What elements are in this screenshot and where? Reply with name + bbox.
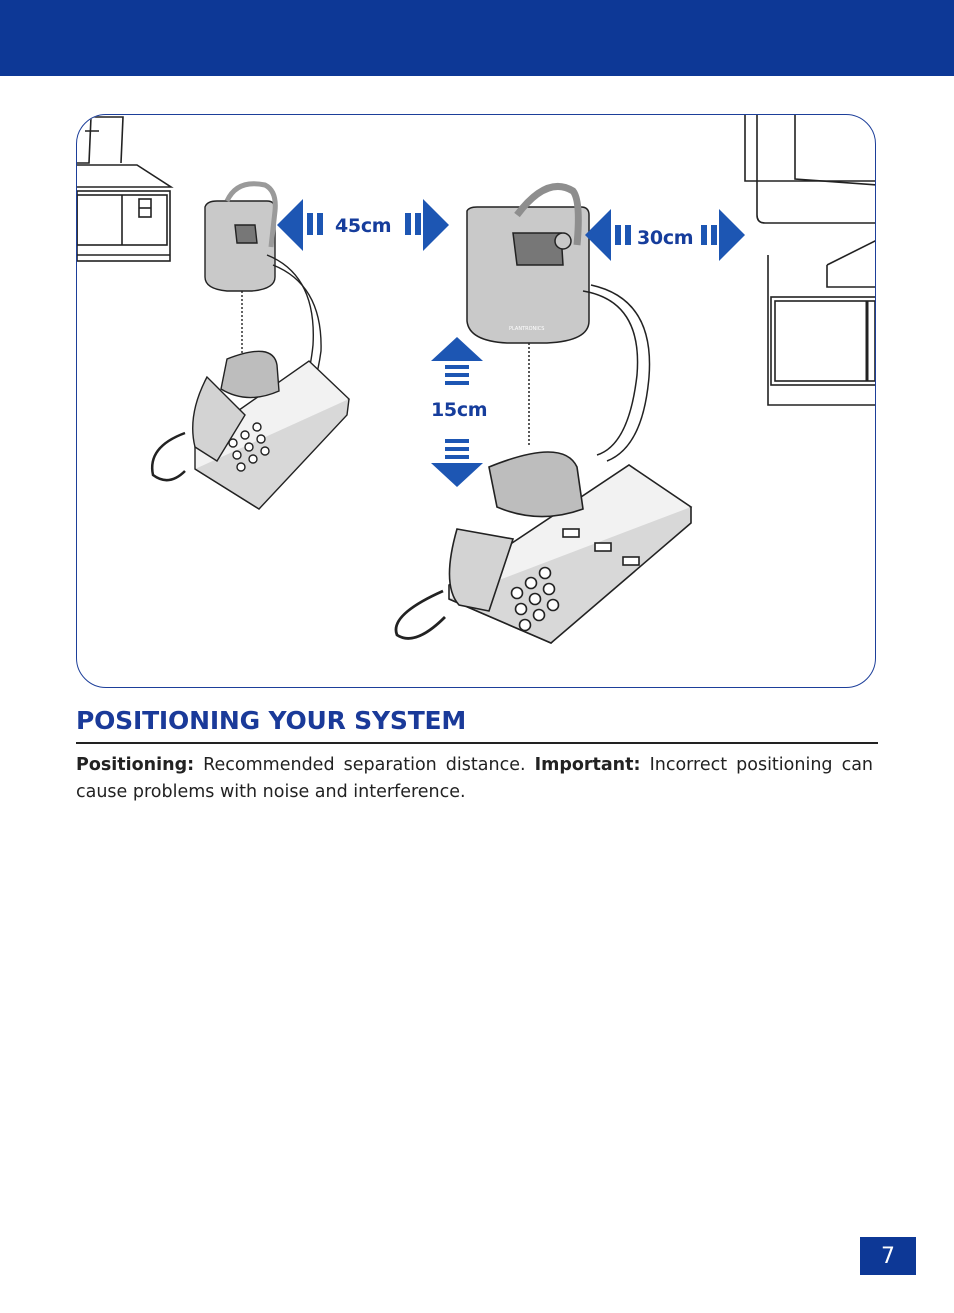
header-bar <box>0 0 954 76</box>
right-monitor-base <box>756 115 875 224</box>
arrow-45cm <box>277 199 449 251</box>
right-desk-edge <box>744 115 875 182</box>
section-title: POSITIONING YOUR SYSTEM <box>76 706 467 735</box>
positioning-paragraph: Positioning: Recommended separation dist… <box>76 752 873 806</box>
small-headset-base <box>204 181 322 422</box>
large-desk-phone <box>394 451 693 644</box>
right-computer-box <box>767 255 875 406</box>
brand-mark: PLANTRONICS <box>509 326 544 332</box>
left-monitor-edge <box>77 116 124 164</box>
title-divider <box>76 742 878 744</box>
illustration-drawing: PLANTRONICS <box>77 115 875 644</box>
positioning-text: Recommended separation distance. <box>194 755 535 775</box>
left-desk-edge <box>77 164 174 188</box>
small-desk-phone <box>150 350 350 510</box>
distance-label-45cm: 45cm <box>335 215 392 237</box>
large-headset-base: PLANTRONICS <box>466 183 651 462</box>
distance-label-15cm: 15cm <box>431 399 488 421</box>
distance-label-30cm: 30cm <box>637 227 694 249</box>
left-computer-box <box>77 190 171 262</box>
positioning-label: Positioning: <box>76 755 195 775</box>
page-number: 7 <box>860 1237 916 1275</box>
arrow-30cm <box>585 209 745 261</box>
arrow-15cm <box>431 337 483 487</box>
positioning-illustration: PLANTRONICS <box>76 114 876 688</box>
important-text: Incorrect positioning can cause problems… <box>76 755 874 802</box>
important-label: Important: <box>534 755 641 775</box>
